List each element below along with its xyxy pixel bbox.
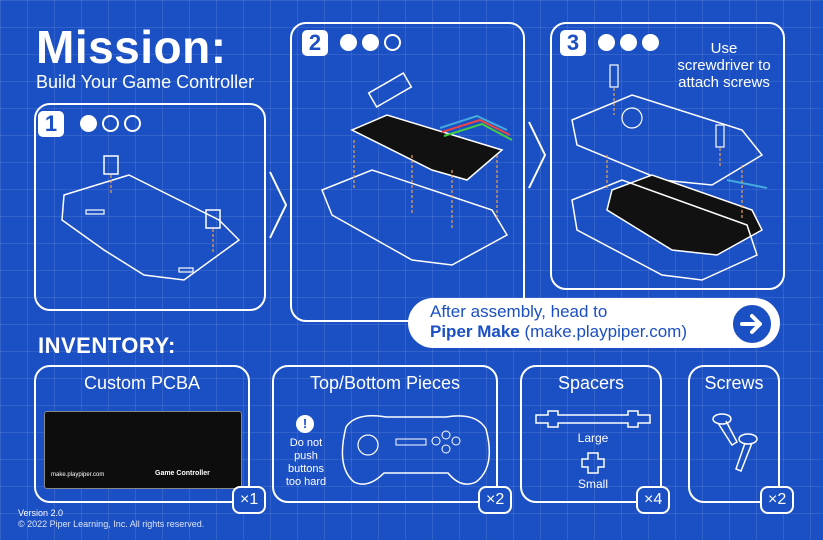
step-1-dot bbox=[80, 115, 97, 132]
count-badge: ×2 bbox=[478, 486, 513, 514]
inventory-title: INVENTORY: bbox=[38, 333, 176, 358]
step-2-panel bbox=[290, 22, 525, 322]
step-1-panel bbox=[34, 103, 266, 311]
step-2-dot bbox=[340, 34, 357, 51]
inventory-label: Top/Bottom Pieces bbox=[309, 373, 461, 393]
warning-icon: ! bbox=[296, 415, 314, 433]
go-arrow-button[interactable] bbox=[730, 302, 774, 346]
step-3-panel bbox=[550, 22, 785, 290]
step-2-illustration bbox=[321, 72, 513, 266]
inventory-label: Spacers bbox=[557, 373, 625, 393]
step-1-illustration bbox=[61, 155, 241, 281]
step-2-dot bbox=[384, 34, 401, 51]
banner-link-name: Piper Make bbox=[430, 322, 520, 341]
copyright-text: © 2022 Piper Learning, Inc. All rights r… bbox=[18, 519, 205, 529]
screw-icon bbox=[712, 413, 758, 472]
spacer-size-small: Small bbox=[577, 477, 608, 491]
banner-line-1: After assembly, head to bbox=[430, 302, 608, 321]
warning-text: Do not push buttons too hard bbox=[285, 437, 327, 488]
small-spacer-illustration bbox=[581, 452, 605, 474]
step-3-dot bbox=[598, 34, 615, 51]
inventory-item-spacers: Spacers Large Small bbox=[520, 365, 662, 503]
inventory-item-screws: Screws bbox=[688, 365, 780, 503]
spacer-size-large: Large bbox=[577, 431, 609, 445]
step-3-dot bbox=[642, 34, 659, 51]
count-badge: ×4 bbox=[636, 486, 671, 514]
inventory-item-pcba: Custom PCBA make.playpiper.com Game Cont… bbox=[34, 365, 250, 503]
step-1-dot bbox=[102, 115, 119, 132]
large-spacer-illustration bbox=[535, 410, 651, 428]
step-3-number: 3 bbox=[560, 30, 586, 56]
step-2-number: 2 bbox=[302, 30, 328, 56]
inventory-item-pieces: Top/Bottom Pieces ! Do not push buttons … bbox=[272, 365, 498, 503]
pcba-board-label: Game Controller bbox=[155, 470, 210, 477]
piper-make-banner[interactable]: After assembly, head to Piper Make (make… bbox=[408, 298, 780, 348]
step-arrow-icon bbox=[528, 121, 547, 189]
count-badge: ×2 bbox=[760, 486, 795, 514]
step-3-dot bbox=[620, 34, 637, 51]
step-3-illustration bbox=[571, 64, 768, 281]
version-text: Version 2.0 bbox=[18, 508, 64, 518]
step-2-dot bbox=[362, 34, 379, 51]
pcba-board: make.playpiper.com Game Controller bbox=[44, 411, 242, 489]
page-title: Mission: bbox=[36, 21, 227, 73]
page-subtitle: Build Your Game Controller bbox=[36, 72, 255, 92]
step-1-number: 1 bbox=[38, 111, 64, 137]
banner-link-url: (make.playpiper.com) bbox=[519, 322, 687, 341]
count-badge: ×1 bbox=[232, 486, 267, 514]
banner-line-2: Piper Make (make.playpiper.com) bbox=[430, 322, 687, 342]
arrow-right-icon bbox=[740, 314, 762, 334]
controller-piece-illustration bbox=[341, 415, 491, 485]
pcba-url-text: make.playpiper.com bbox=[51, 472, 105, 478]
step-arrow-icon bbox=[269, 171, 288, 239]
step-3-hint: Use screwdriver to attach screws bbox=[677, 40, 771, 91]
step-1-dot bbox=[124, 115, 141, 132]
inventory-label: Screws bbox=[704, 373, 764, 393]
inventory-label: Custom PCBA bbox=[83, 373, 201, 393]
